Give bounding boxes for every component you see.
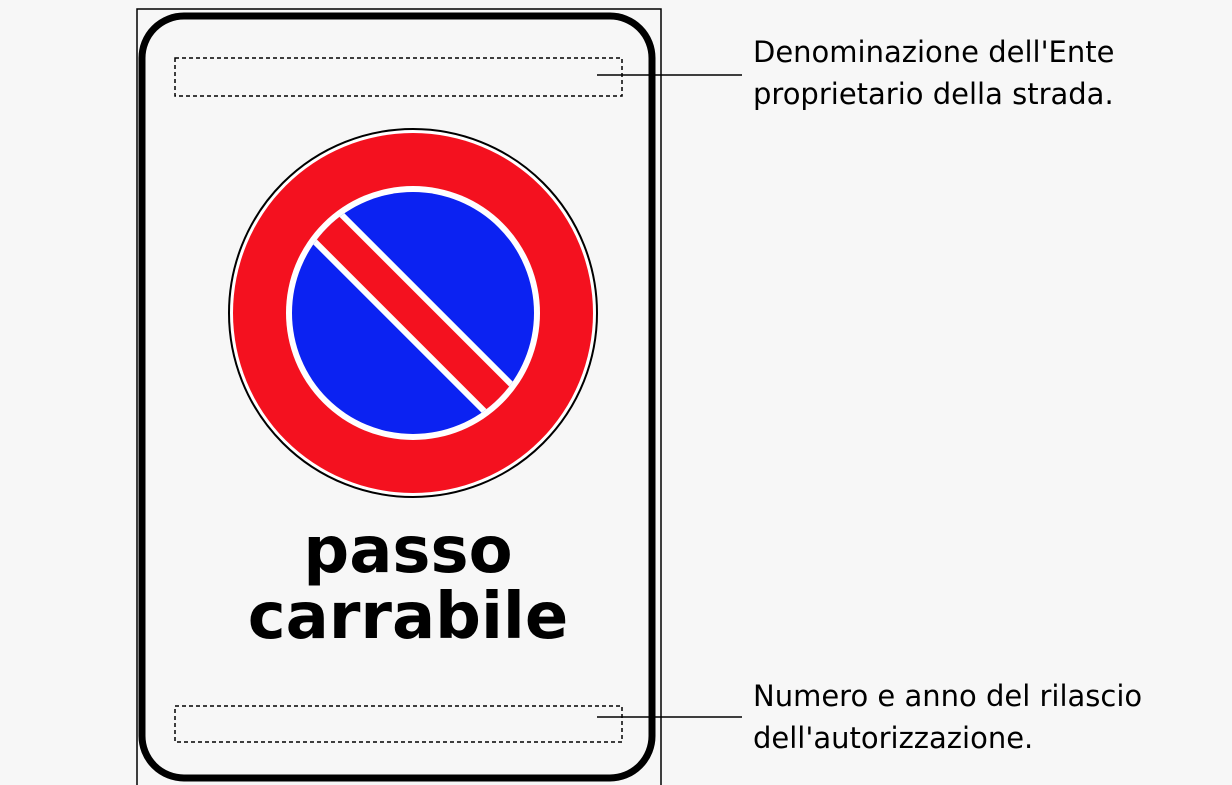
top-callout-label-line1: Denominazione dell'Ente: [753, 35, 1114, 69]
top-placeholder-box: [174, 57, 623, 97]
no-parking-icon: [228, 128, 598, 498]
sign-text-line1: passo: [303, 514, 512, 588]
bottom-placeholder-box: [174, 705, 623, 743]
bottom-callout-label-line1: Numero e anno del rilascio: [753, 679, 1142, 713]
sign-text-line2: carrabile: [248, 580, 569, 654]
sign-border: [138, 12, 656, 782]
bottom-callout-label-line2: dell'autorizzazione.: [753, 721, 1033, 755]
top-callout-label-line2: proprietario della strada.: [753, 77, 1114, 111]
